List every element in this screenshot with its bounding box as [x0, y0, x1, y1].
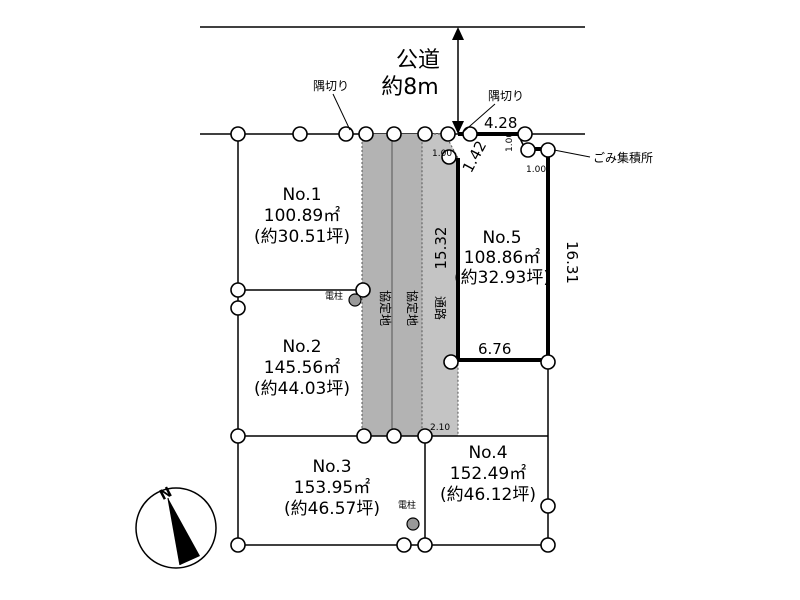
lot-number: No.1 [282, 185, 321, 205]
leader-line [553, 149, 591, 158]
road-width-label: 約8m [381, 75, 438, 100]
utility-pole-marker [406, 517, 420, 531]
dim-small: 1.00 [526, 165, 546, 175]
utility-pole-label: 電柱 [398, 499, 416, 511]
compass-circle [135, 487, 217, 569]
agreement-land-labels: 協定地 協定地 通路 [378, 290, 448, 326]
lot-number: No.3 [312, 457, 351, 477]
lot-number: No.5 [482, 228, 521, 248]
arrow-head-up [452, 27, 464, 40]
north-label: N [157, 484, 175, 504]
lot-area: 152.49㎡ [450, 464, 526, 484]
leader-line [332, 93, 351, 131]
lot-area: 153.95㎡ [294, 478, 370, 498]
lot-number: No.2 [282, 337, 321, 357]
driveway-area [421, 133, 459, 437]
dim-corner-cut: 1.42 [459, 138, 491, 176]
lot-tsubo: (約44.03坪) [254, 379, 350, 399]
lot-number: No.4 [468, 443, 507, 463]
dim-small: 1.00 [505, 132, 515, 152]
corner-cut-label: 隅切り [313, 79, 349, 93]
lot-tsubo: (約46.12坪) [440, 485, 536, 505]
agreement-land-label: 協定地 [405, 290, 420, 326]
north-arrow: N [135, 484, 217, 569]
dim-small: 2.10 [430, 423, 450, 433]
lot-1: No.1 100.89㎡ (約30.51坪) [254, 185, 350, 247]
driveway-label: 通路 [433, 296, 448, 320]
lot-area: 100.89㎡ [264, 206, 340, 226]
dim-bottom: 6.76 [478, 340, 511, 358]
lot-tsubo: (約46.57坪) [284, 499, 380, 519]
lot-area: 145.56㎡ [264, 358, 340, 378]
lot-2: No.2 145.56㎡ (約44.03坪) [254, 337, 350, 399]
boundary-markers [230, 126, 556, 553]
road-label: 公道 [396, 48, 440, 73]
dim-top: 4.28 [484, 114, 517, 132]
lot-area: 108.86㎡ [464, 248, 540, 268]
corner-cut-label: 隅切り [488, 89, 524, 103]
agreement-land-label: 協定地 [378, 290, 393, 326]
lot-5: No.5 108.86㎡ (約32.93坪) [454, 228, 550, 288]
utility-pole-label: 電柱 [325, 290, 343, 302]
utility-pole-marker [348, 293, 362, 307]
compass-needle-icon [168, 498, 200, 565]
leader-line [461, 103, 496, 134]
dim-small: 1.00 [432, 149, 452, 159]
lot-4: No.4 152.49㎡ (約46.12坪) [440, 443, 536, 505]
arrow-head-down [452, 121, 464, 134]
lot-tsubo: (約32.93坪) [454, 268, 550, 288]
garbage-station-label: ごみ集積所 [593, 150, 653, 165]
dim-passage: 15.32 [432, 227, 450, 270]
dim-right: 16.31 [563, 241, 581, 284]
lot-tsubo: (約30.51坪) [254, 227, 350, 247]
lot-3: No.3 153.95㎡ (約46.57坪) [284, 457, 380, 519]
